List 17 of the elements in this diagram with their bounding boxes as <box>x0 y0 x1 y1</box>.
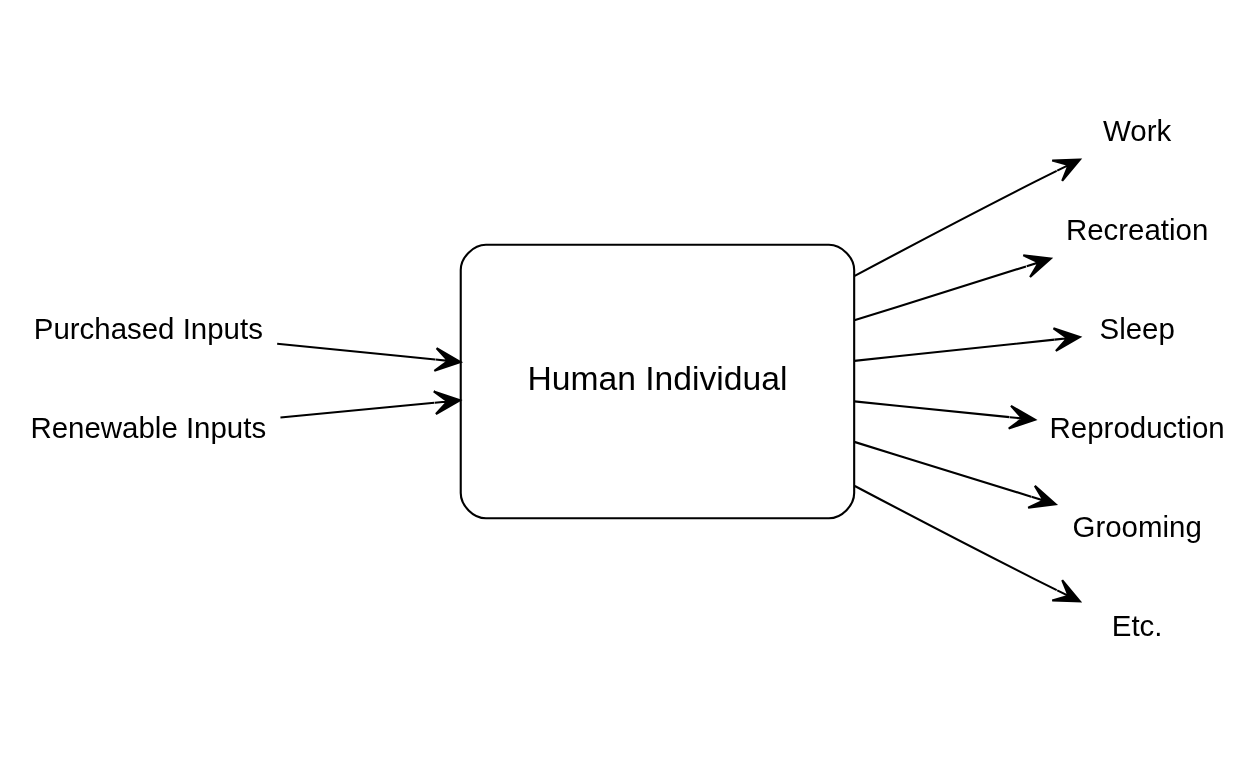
node-text: Work <box>1103 114 1172 148</box>
node-text: Recreation <box>1065 212 1209 246</box>
node-text: Etc. <box>1111 608 1163 642</box>
node-box: Human Individual <box>459 243 856 520</box>
arrow <box>277 342 462 372</box>
arrow <box>280 390 462 419</box>
node-text: Renewable Inputs <box>30 410 267 444</box>
arrow <box>854 440 1057 509</box>
node-text: Sleep <box>1099 311 1175 345</box>
arrow <box>854 254 1052 322</box>
arrow <box>854 485 1081 603</box>
node-text: Grooming <box>1072 509 1202 543</box>
node-text: Purchased Inputs <box>33 311 263 345</box>
node-text: Reproduction <box>1049 410 1225 444</box>
arrow <box>854 158 1081 277</box>
arrow <box>854 400 1036 430</box>
arrow <box>854 327 1081 362</box>
